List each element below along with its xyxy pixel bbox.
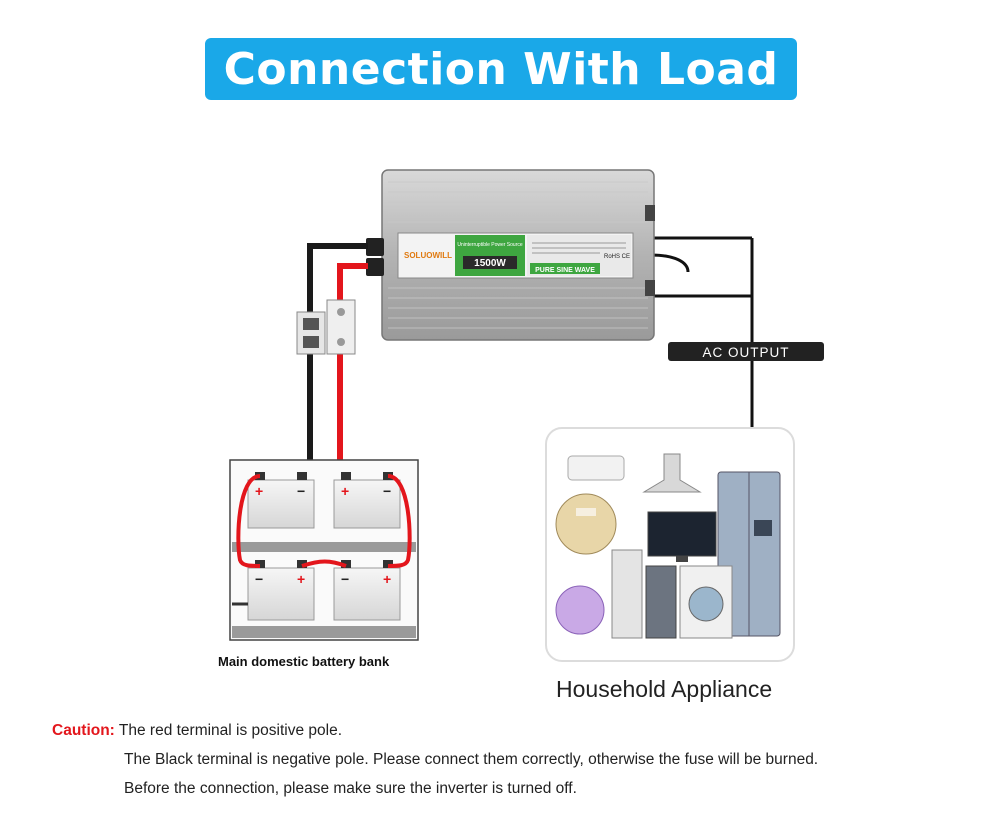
fridge-white-icon [611,549,643,639]
svg-text:+: + [383,571,391,587]
range-hood-icon [642,453,702,493]
svg-text:−: − [341,571,349,587]
air-conditioner-icon [567,455,625,481]
title-banner: Connection With Load [205,38,797,100]
caution-label: Caution: [52,722,115,739]
appliance-label: Household Appliance [556,676,773,702]
television-icon [647,511,717,557]
svg-text:−: − [383,483,391,499]
fridge-dark-icon [645,565,677,639]
svg-text:+: + [255,483,263,499]
battery-bank: + − + − − + − + [229,459,419,641]
caution-line-2: The Black terminal is negative pole. Ple… [124,751,819,768]
inverter-brand: SOLUOWILL [404,251,452,260]
fuse-block [296,299,356,355]
inverter: SOLUOWILL Uninterruptible Power Source 1… [366,169,655,341]
svg-text:+: + [297,571,305,587]
battery-bank-label: Main domestic battery bank [218,654,390,669]
ac-output-tag: AC OUTPUT [668,342,824,361]
page-title: Connection With Load [223,43,779,95]
inverter-panel-heading: Uninterruptible Power Source [457,242,523,248]
inverter-power-rating: 1500W [474,258,506,269]
ac-output-label: AC OUTPUT [702,345,789,360]
fan-icon [555,585,605,635]
inverter-cert: RoHS CE [604,254,630,260]
svg-text:−: − [297,483,305,499]
rice-cooker-icon [555,493,617,555]
caution-line-1: The red terminal is positive pole. [118,722,343,739]
caution-line-3: Before the connection, please make sure … [124,780,577,797]
appliance-panel [545,427,795,662]
dc-wires [307,243,368,478]
ac-output-wires [649,236,754,428]
inverter-waveform: PURE SINE WAVE [535,267,595,274]
svg-text:−: − [255,571,263,587]
svg-text:+: + [341,483,349,499]
caution-notice: Caution: The red terminal is positive po… [52,716,818,803]
